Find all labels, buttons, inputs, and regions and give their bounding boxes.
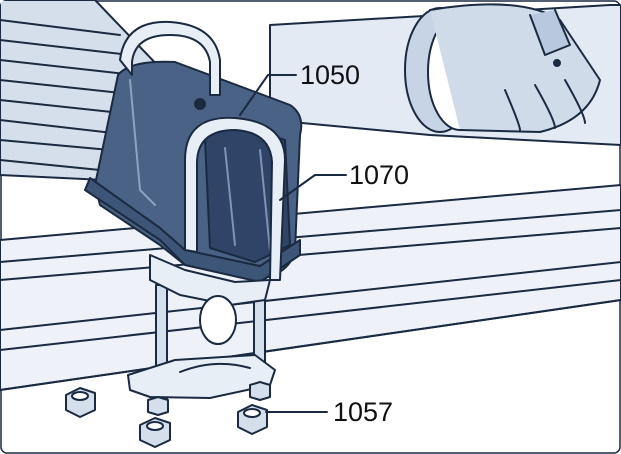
callout-1050: 1050 xyxy=(300,60,360,90)
saddle-pad-part xyxy=(84,60,303,283)
axle-tube xyxy=(269,3,621,146)
u-bolt-part xyxy=(119,20,286,401)
bolt-end-nut-right xyxy=(249,381,271,401)
bolt-end-nut-left xyxy=(147,396,169,416)
callout-1057: 1057 xyxy=(333,397,393,427)
callout-1070: 1070 xyxy=(349,160,409,190)
leader-lines xyxy=(239,74,347,413)
lock-nuts xyxy=(65,381,271,448)
leader-1070 xyxy=(279,174,347,201)
clamp-plate xyxy=(127,254,276,399)
leader-1050 xyxy=(239,74,297,116)
